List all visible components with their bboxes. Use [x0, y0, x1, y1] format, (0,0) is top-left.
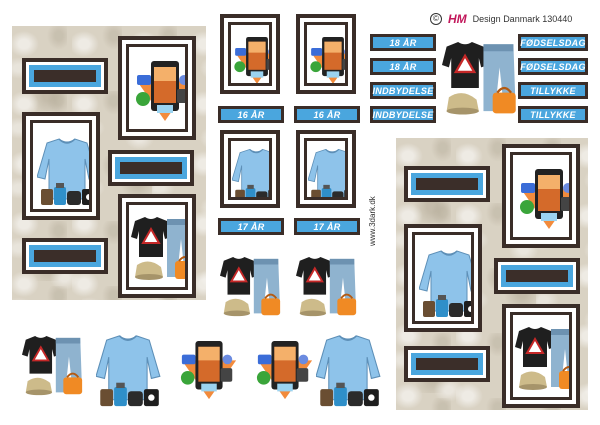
sweater-icon	[232, 148, 269, 197]
left-blue-box-bottom	[22, 238, 108, 274]
sweater-icon	[96, 335, 161, 407]
right-blue-box-bottom	[404, 346, 490, 382]
phone-icon	[180, 341, 237, 400]
left-frame-phone	[118, 36, 196, 140]
mid-frame-phone-2	[296, 14, 356, 94]
outfit-icon	[296, 256, 358, 318]
right-frame-phone	[502, 144, 580, 248]
label-tillykke-1: TILLYKKE	[518, 82, 588, 99]
label-indbydelse-1: INDBYDELSE	[370, 82, 436, 99]
outfit-icon	[442, 40, 517, 116]
label-16-ar-2: 16 ÅR	[294, 106, 360, 123]
sweater-icon	[419, 250, 471, 318]
brand-text: Design Danmark 130440	[472, 14, 573, 24]
label-17-ar-1: 17 ÅR	[218, 218, 284, 235]
sweater-icon	[308, 148, 345, 197]
label-tillykke-2: TILLYKKE	[518, 106, 588, 123]
phone-icon	[136, 61, 185, 121]
mid-frame-phone-1	[220, 14, 280, 94]
label-18-ar-1: 18 ÅR	[370, 34, 436, 51]
label-17-ar-2: 17 ÅR	[294, 218, 360, 235]
mid-frame-sweater-2	[296, 130, 356, 208]
outfit-icon	[220, 256, 282, 318]
website-url: www.3dark.dk	[368, 196, 377, 246]
left-blue-box-middle	[108, 150, 194, 186]
brand-logo: HM	[448, 12, 467, 26]
outfit-icon	[515, 327, 569, 391]
mid-frame-sweater-1	[220, 130, 280, 208]
outfit-icon	[131, 217, 185, 281]
right-frame-sweater	[404, 224, 482, 332]
phone-icon	[234, 37, 269, 83]
label-16-ar-1: 16 ÅR	[218, 106, 284, 123]
phone-icon	[310, 37, 345, 83]
label-18-ar-2: 18 ÅR	[370, 58, 436, 75]
right-blue-box-top	[404, 166, 490, 202]
label-fodselsdag-1: FØDSELSDAG	[518, 34, 588, 51]
phone-icon	[520, 169, 569, 229]
right-frame-outfit	[502, 304, 580, 408]
left-blue-box-top	[22, 58, 108, 94]
brand-header: © HM Design Danmark 130440	[430, 12, 572, 26]
label-fodselsdag-2: FØDSELSDAG	[518, 58, 588, 75]
sweater-icon	[316, 335, 381, 407]
sweater-icon	[37, 138, 89, 206]
copyright-symbol: ©	[430, 13, 442, 25]
left-frame-sweater	[22, 112, 100, 220]
left-frame-outfit	[118, 194, 196, 298]
phone-icon	[256, 341, 313, 400]
right-blue-box-middle	[494, 258, 580, 294]
outfit-icon	[22, 335, 84, 397]
label-indbydelse-2: INDBYDELSE	[370, 106, 436, 123]
